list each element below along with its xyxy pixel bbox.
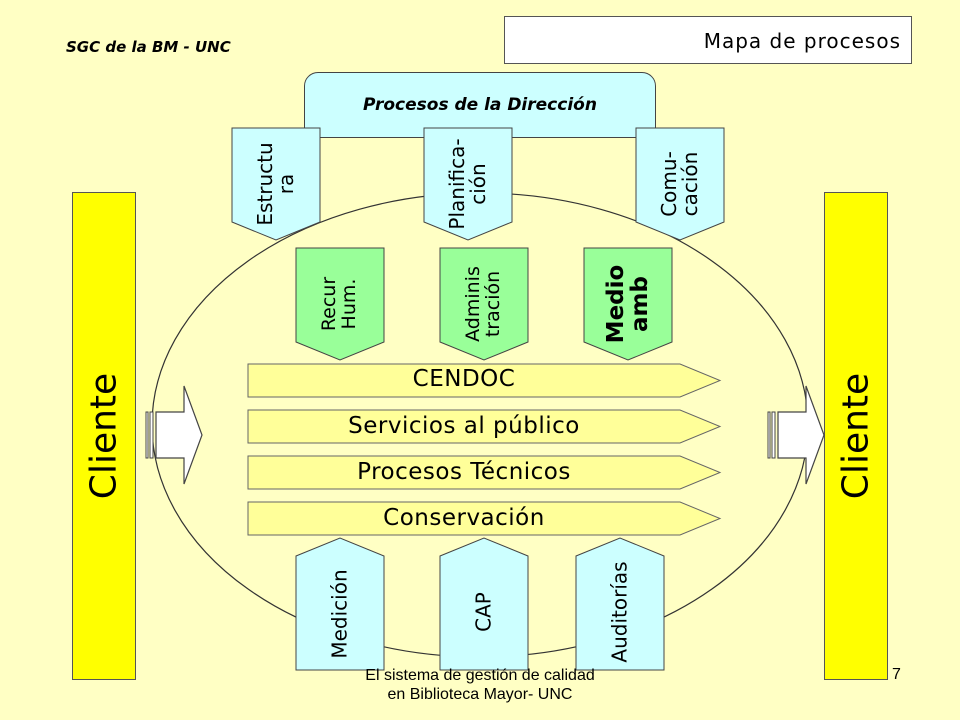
client-label-left: Cliente: [83, 372, 125, 500]
measurement-box-label: Auditorías: [607, 561, 632, 663]
output-arrow-icon: [767, 385, 825, 485]
direction-tab-planificacion[interactable]: Planifica-ción: [423, 127, 513, 241]
direction-tab-label: Planifica-ción: [445, 138, 490, 230]
client-label-right: Cliente: [835, 372, 877, 500]
direction-processes-box: Procesos de la Dirección: [304, 72, 656, 138]
core-process-label: CENDOC: [412, 366, 516, 392]
footer-caption: El sistema de gestión de calidad en Bibl…: [320, 666, 640, 704]
footer-line-2: en Biblioteca Mayor- UNC: [387, 686, 573, 703]
core-process-conservacion[interactable]: Conservación: [247, 501, 722, 536]
page-number: 7: [892, 666, 901, 683]
measurement-box-medicion[interactable]: Medición: [295, 537, 385, 671]
core-process-label: Conservación: [383, 505, 545, 531]
measurement-box-label: Medición: [327, 569, 352, 659]
core-process-label: Procesos Técnicos: [357, 459, 571, 485]
page-title: Mapa de procesos: [703, 29, 901, 53]
footer-line-1: El sistema de gestión de calidad: [365, 667, 595, 684]
measurement-box-label: CAP: [471, 592, 496, 632]
input-arrow-icon: [145, 385, 203, 485]
direction-processes-label: Procesos de la Dirección: [363, 95, 597, 115]
direction-tab-label: Comu-cación: [657, 151, 702, 217]
measurement-box-auditorias[interactable]: Auditorías: [575, 537, 665, 671]
core-process-tecnicos[interactable]: Procesos Técnicos: [247, 455, 722, 490]
title-box: Mapa de procesos: [504, 16, 912, 64]
client-bar-left: Cliente: [72, 192, 136, 680]
measurement-box-cap[interactable]: CAP: [439, 537, 529, 671]
direction-tab-comunicacion[interactable]: Comu-cación: [635, 127, 725, 241]
organization-label: SGC de la BM - UNC: [66, 38, 231, 56]
core-process-cendoc[interactable]: CENDOC: [247, 363, 722, 398]
client-bar-right: Cliente: [824, 192, 888, 680]
core-process-servicios[interactable]: Servicios al público: [247, 409, 722, 444]
core-process-label: Servicios al público: [348, 413, 580, 439]
